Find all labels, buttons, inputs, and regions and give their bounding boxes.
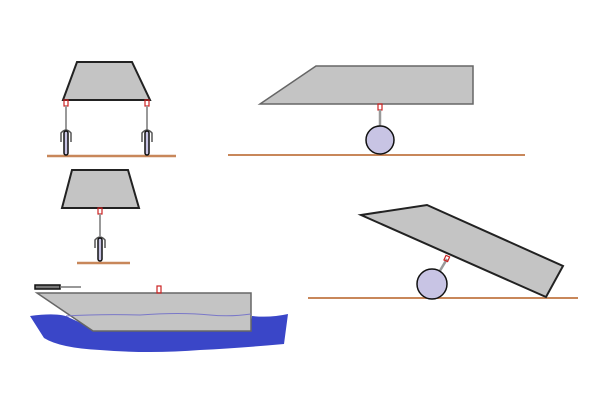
gear-mount: [443, 254, 451, 263]
wheel: [63, 130, 69, 156]
fuselage-body: [257, 65, 474, 105]
fuselage-body: [61, 61, 152, 101]
side-view-tilted: [308, 203, 578, 300]
side-view-level: [228, 65, 525, 156]
hull-body: [34, 292, 252, 332]
fuselage-body: [357, 203, 565, 299]
gear-mount: [377, 103, 383, 111]
front-view-twin-gear: [47, 61, 176, 158]
front-view-single-gear: [60, 169, 141, 265]
boat-hull-view: [30, 284, 288, 352]
wheel-fork: [60, 129, 72, 142]
water: [30, 314, 288, 352]
waterline: [65, 313, 252, 317]
fuselage-body: [60, 169, 141, 209]
gun-barrel: [34, 284, 61, 290]
wheel: [416, 268, 448, 300]
gear-mount: [156, 285, 162, 294]
wheel: [97, 237, 103, 262]
wheel-fork: [94, 236, 106, 248]
wheel-fork: [141, 129, 153, 142]
wheel: [144, 130, 150, 156]
wheel: [365, 125, 395, 155]
